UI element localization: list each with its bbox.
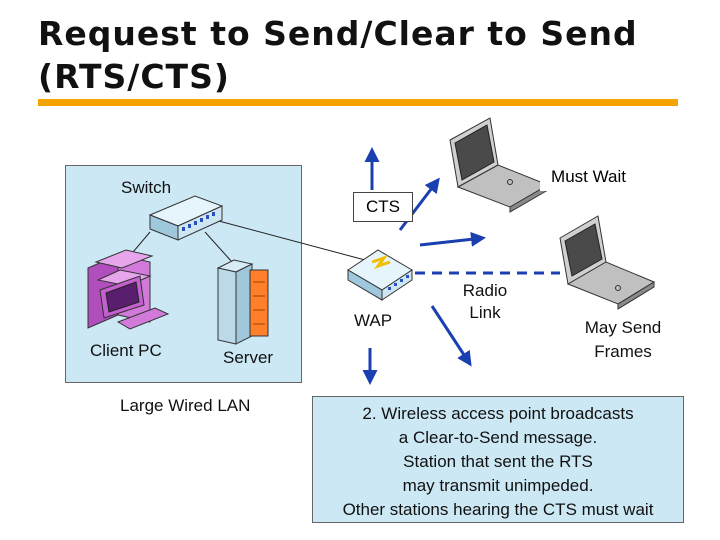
laptop-icon [449,117,550,213]
laptop-icon [559,215,656,310]
description-line: a Clear-to-Send message. [398,428,598,447]
description-box: 2. Wireless access point broadcasts a Cl… [312,396,684,523]
arrow-icon [430,305,472,367]
description-line: may transmit unimpeded. [402,476,594,495]
description-line: Other stations hearing the CTS must wait [342,500,654,519]
must-wait-label: Must Wait [540,163,637,191]
large-wired-lan-label: Large Wired LAN [120,396,251,415]
arrow-icon [419,231,486,247]
wap-label: WAP [354,311,393,330]
server-icon [216,259,269,345]
title-rule [38,99,678,106]
may-send-frames-label: May Send Frames [584,318,662,361]
description-line: Station that sent the RTS [403,452,593,471]
wap-icon [347,249,413,301]
client-pc-label: Client PC [90,341,162,360]
slide-title: Request to Send/Clear to Send (RTS/CTS) [38,12,638,98]
client-pc-icon [87,249,170,330]
slide-title-line2: (RTS/CTS) [38,57,230,96]
radio-link-label: Radio Link [462,281,508,322]
cts-label: CTS [353,192,413,222]
server-label: Server [223,348,274,367]
switch-label: Switch [121,178,172,197]
slide-title-line1: Request to Send/Clear to Send [38,14,638,53]
switch-icon [148,195,224,241]
description-line: 2. Wireless access point broadcasts [362,404,634,423]
